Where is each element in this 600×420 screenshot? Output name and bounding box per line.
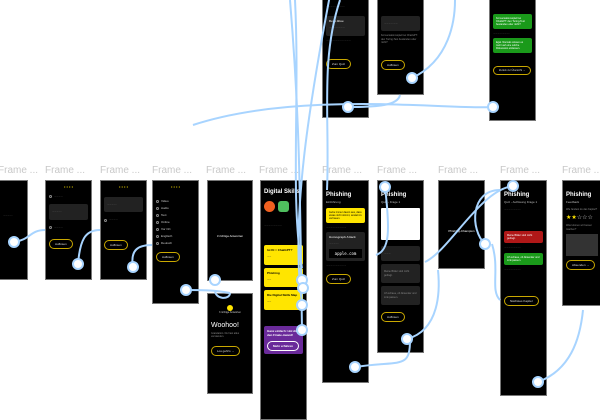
frame-label: Frame ... <box>259 165 300 176</box>
badge-icon[interactable] <box>264 201 275 212</box>
frame-confetti-phishing: Phishing-Champion <box>438 180 485 269</box>
resolve-button[interactable]: Auflösen <box>104 239 128 250</box>
frame-label: Frame ... <box>562 165 600 176</box>
frame-label: Frame ... <box>500 165 541 176</box>
page-dots: • • • • <box>119 184 128 189</box>
frame-label: Frame ... <box>206 165 247 176</box>
frame-quiz-ki[interactable]: .................... Konversationsspiel … <box>377 0 424 95</box>
frame-phishing-quiz[interactable]: Phishing Quiz - Frage 1 .......... Meine… <box>377 180 424 353</box>
option-label[interactable]: Englisch <box>161 234 173 238</box>
next-chapter-button[interactable]: Nächstes Kapitel <box>504 296 539 307</box>
page-dots: • • • • <box>171 184 180 189</box>
chapter-subtitle: Feedback <box>566 200 580 204</box>
option-label[interactable]: Deutsch <box>161 241 173 245</box>
home-title: Digital Skills <box>264 189 300 195</box>
card-title: Homograph Attack <box>329 235 356 240</box>
chapter-title: Phishing <box>326 192 352 198</box>
comment-input[interactable] <box>566 234 598 257</box>
chapter-title: Phishing <box>504 192 530 198</box>
warning-box: Gehe immer davon aus, dass etwas nicht s… <box>326 208 365 223</box>
frame-onboarding-3[interactable]: • • • • .............. ............. Auf… <box>100 180 147 280</box>
result-label: Phishing-Champion <box>448 229 475 233</box>
correct-count: 3 richtige Antworten <box>216 234 244 238</box>
domain-example: apple.com <box>329 248 362 258</box>
frame-onboarding-2[interactable]: • • • • ............. .............. ...… <box>45 180 92 280</box>
back-overview-button[interactable]: Zurück zur Übersicht → <box>493 66 532 76</box>
frame-phishing-review[interactable]: Phishing Quiz - Auflösung Frage 1 ......… <box>500 180 547 396</box>
frame-onboarding-1[interactable]: .............. <box>0 180 28 280</box>
submit-button[interactable]: Absenden → <box>566 260 596 271</box>
course-card[interactable]: Die Digital Skills Map...... <box>264 290 303 310</box>
to-quiz-button[interactable]: Zum Quiz <box>326 274 352 285</box>
rating-question: Wie fandest du das Kapitel? <box>566 208 598 211</box>
option-label[interactable]: Audio <box>161 206 169 210</box>
frame-label: Frame ... <box>45 165 86 176</box>
correct-count: 3 richtige Antworten <box>219 311 241 314</box>
frame-intro-ki[interactable]: ........................... Deep Blue...… <box>322 0 369 118</box>
badge-icon[interactable] <box>278 201 289 212</box>
resolve-button[interactable]: Auflösen <box>381 312 405 323</box>
woohoo-title: Woohoo! <box>211 322 239 329</box>
award-card[interactable]: Ganz einfach: Hol dir den Finale-Award!M… <box>264 325 303 354</box>
medal-icon <box>227 305 233 311</box>
chapter-title: Phishing <box>566 192 592 198</box>
card-title: Deep Blue <box>329 19 344 24</box>
correct-answer: Ich schaue, ob Absender und Link passen. <box>504 252 543 265</box>
course-card[interactable]: Ist KI = ChatGPT?...... <box>264 245 303 265</box>
start-button[interactable]: Los geht's → <box>211 345 241 356</box>
frame-review-ki[interactable]: Konversationsspiel bei ChatGPT: den Turi… <box>489 0 536 121</box>
more-button[interactable]: Mehr erfahren <box>267 340 300 351</box>
option-label[interactable]: Text <box>161 213 167 217</box>
page-dots: • • • • <box>64 184 73 189</box>
frame-onboarding-4[interactable]: • • • • Video Audio Text Online Vor Ort … <box>152 180 199 304</box>
resolve-button[interactable]: Auflösen <box>49 239 73 250</box>
resolve-button[interactable]: Auflösen <box>156 252 180 262</box>
frame-woohoo[interactable]: 3 richtige Antworten Woohoo! Gratulation… <box>207 293 253 394</box>
to-quiz-button[interactable]: Zum Quiz <box>326 59 352 70</box>
wrong-answer: Meine Bilder sind nicht gefragt. <box>504 231 543 244</box>
answer-option[interactable]: Konversationsspiel bei ChatGPT: den Turi… <box>381 34 418 45</box>
frame-label: Frame ... <box>0 165 39 176</box>
correct-answer: Egal. Niemals wissen es mehr auf eine so… <box>493 38 532 54</box>
frame-label: Frame ... <box>377 165 418 176</box>
option-label[interactable]: Video <box>161 199 169 203</box>
woohoo-body: Gratulation. Du hast alles verstanden. <box>211 332 240 339</box>
comment-label: Was können wir besser machen? <box>566 224 592 231</box>
option-label[interactable]: Vor Ort <box>161 227 171 231</box>
star-rating[interactable]: ★★☆☆☆ <box>566 215 593 222</box>
frame-confetti: 3 richtige Antworten <box>207 180 253 281</box>
frame-label: Frame ... <box>100 165 141 176</box>
answer-option[interactable]: Meine Bilder sind nicht gefragt. <box>384 270 410 277</box>
frame-feedback[interactable]: Phishing Feedback Wie fandest du das Kap… <box>562 180 600 306</box>
frame-label: Frame ... <box>438 165 479 176</box>
chapter-subtitle: Quiz - Auflösung Frage 1 <box>504 200 538 204</box>
correct-answer: Konversationsspiel bei ChatGPT: den Turi… <box>493 14 532 29</box>
chapter-title: Phishing <box>381 192 407 198</box>
course-card[interactable]: Phishing...... <box>264 267 303 288</box>
chapter-subtitle: Quiz - Frage 1 <box>381 200 401 204</box>
email-example <box>381 208 420 240</box>
resolve-button[interactable]: Auflösen <box>381 59 405 70</box>
frame-label: Frame ... <box>322 165 363 176</box>
chapter-subtitle: Einführung <box>326 200 341 204</box>
option-label[interactable]: Online <box>161 220 170 224</box>
frame-home[interactable]: Digital Skills .........................… <box>260 180 307 420</box>
frame-label: Frame ... <box>152 165 193 176</box>
frame-phishing-intro[interactable]: Phishing Einführung Gehe immer davon aus… <box>322 180 369 383</box>
answer-option[interactable]: Ich schaue, ob Absender und Link passen. <box>384 292 417 299</box>
